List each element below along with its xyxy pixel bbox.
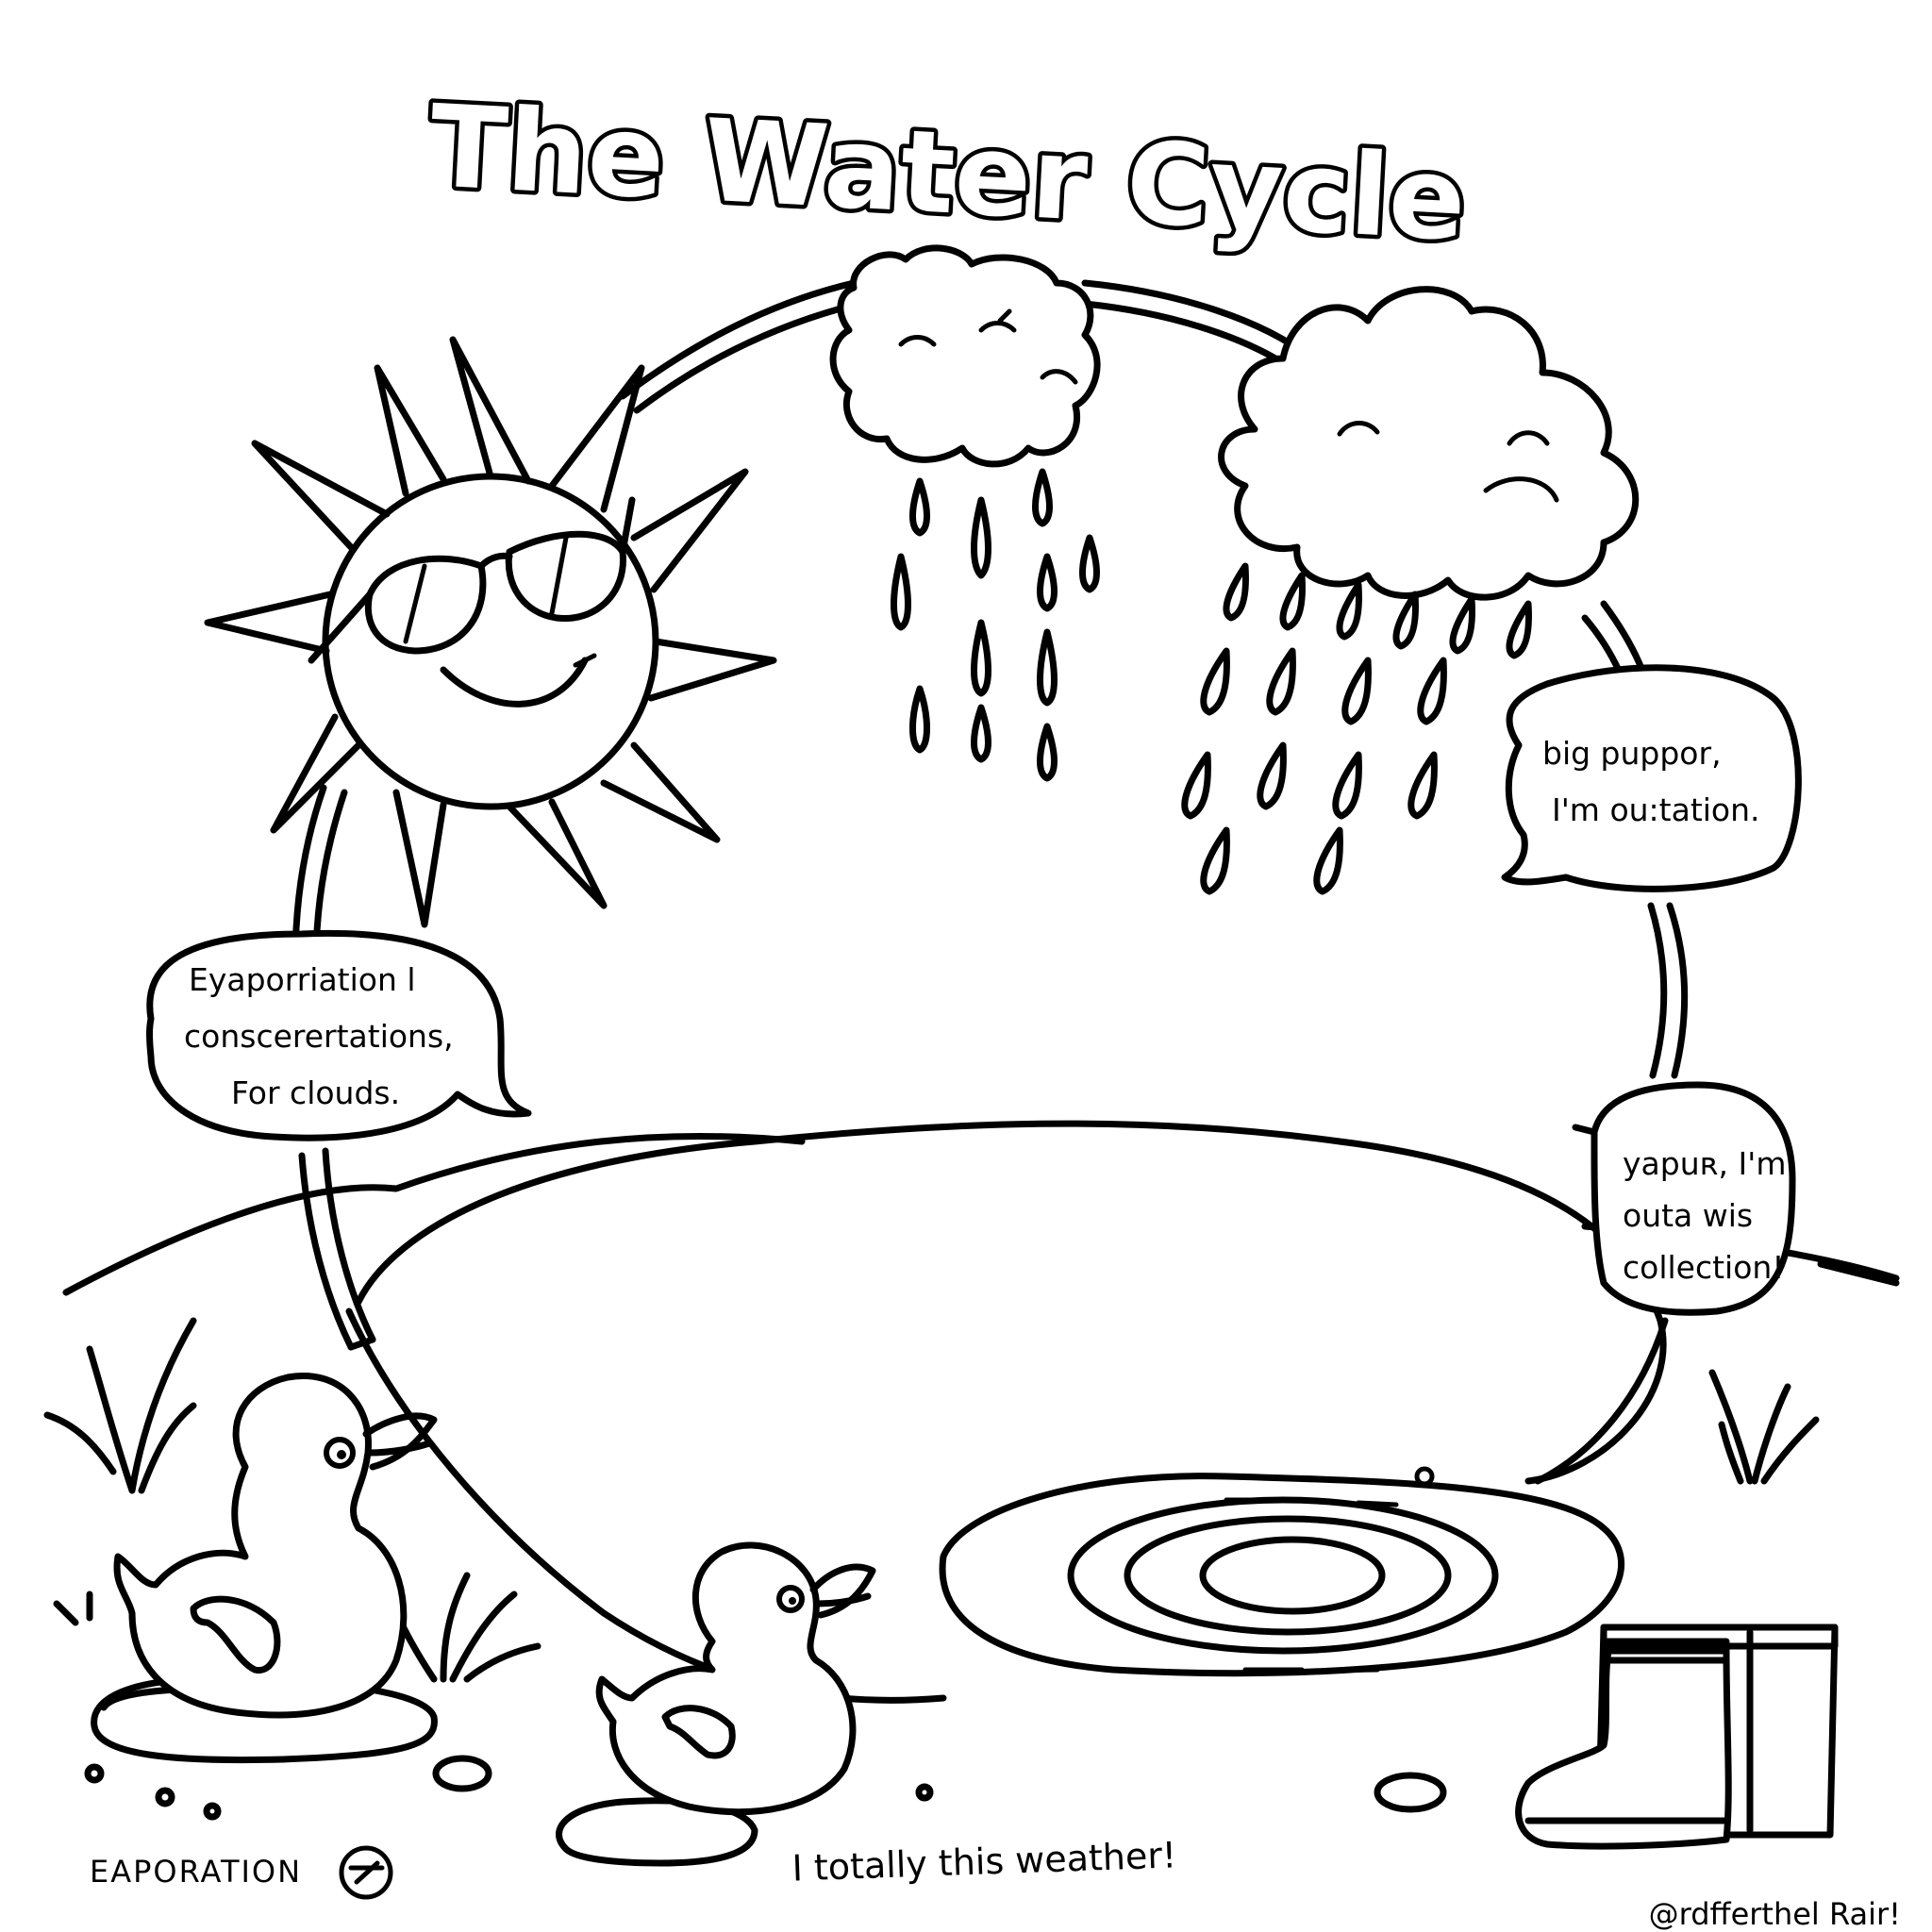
bubble-condensation: big puppor, I'm ou:tation.	[1505, 668, 1798, 890]
rain-drops-small	[894, 472, 1097, 778]
footer-credit: @rdfferthel Rair!	[1649, 1896, 1901, 1932]
footer-left-label: EAPORATION	[90, 1854, 302, 1890]
bubble-evaporation-line-1: Eyaporriation l	[189, 961, 416, 998]
bubble-collection: yapuʀ, I'm outa wis collection!	[1575, 1085, 1792, 1312]
rain-boots-icon	[1519, 1627, 1835, 1846]
page-title: The Water Cycle	[426, 81, 1469, 266]
duck-small-icon	[559, 1545, 874, 1863]
rain-drops-heavy	[1185, 566, 1529, 891]
footer-caption: I totally this weather!	[791, 1834, 1177, 1889]
bubble-condensation-line-2: I'm ou:tation.	[1552, 791, 1760, 828]
title: The Water Cycle	[426, 81, 1469, 266]
bubble-collection-line-3: collection!	[1623, 1249, 1785, 1286]
bubble-condensation-line-1: big puppor,	[1542, 735, 1722, 772]
sun-icon	[208, 340, 774, 924]
bubble-collection-line-2: outa wis	[1623, 1197, 1753, 1234]
puddle-icon	[942, 1469, 1622, 1674]
bubble-collection-line-1: yapuʀ, I'm	[1623, 1145, 1786, 1182]
bubble-evaporation-line-2: conscerertations,	[184, 1018, 454, 1055]
bubble-evaporation: Eyaporriation l conscerertations, For cl…	[150, 933, 529, 1138]
small-cloud-icon	[833, 248, 1097, 778]
bubble-evaporation-line-3: For clouds.	[231, 1074, 400, 1111]
